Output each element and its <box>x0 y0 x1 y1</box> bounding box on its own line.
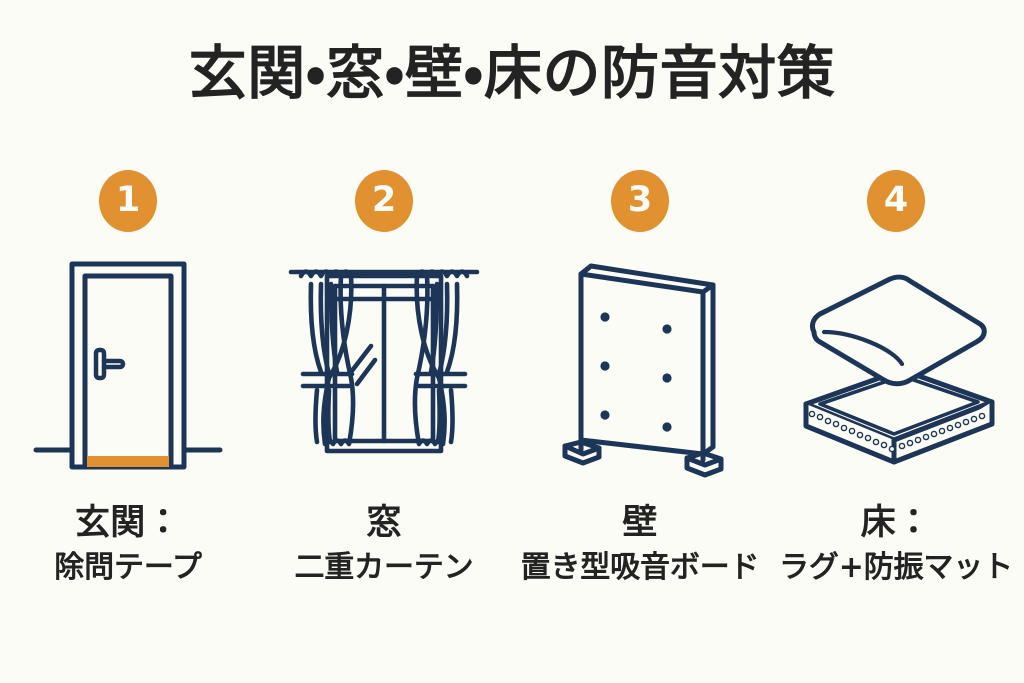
caption-subheading-4: ラグ+防振マット <box>779 550 1013 586</box>
page-title: 玄関・窓・壁・床の防音対策 <box>188 39 836 107</box>
caption-heading-4: 床： <box>860 503 932 543</box>
illustration-2 <box>256 244 512 489</box>
door-handle-icon <box>93 347 126 380</box>
draft-tape-strip <box>87 455 169 467</box>
step-badge-number-2: 2 <box>371 179 397 220</box>
step-badge-number-4: 4 <box>883 179 909 220</box>
mat-porous-texture <box>808 410 985 453</box>
step-column-4[interactable]: 4 <box>768 170 1024 600</box>
rug-over-anti-vibration-mat-icon <box>803 274 994 465</box>
caption-subheading-1: 除問テープ <box>54 550 202 586</box>
caption-subheading-2: 二重カーテン <box>294 550 474 586</box>
step-column-2[interactable]: 2 <box>256 170 512 600</box>
caption-subheading-3: 置き型吸音ボード <box>520 550 760 586</box>
step-badge-1: 1 <box>99 170 157 232</box>
caption-heading-1: 玄関： <box>74 503 182 543</box>
illustration-3 <box>512 244 768 489</box>
acoustic-perforation-dots <box>599 312 672 432</box>
freestanding-acoustic-board-icon <box>562 263 723 478</box>
caption-heading-3: 壁 <box>622 503 658 543</box>
caption-heading-2: 窓 <box>366 503 402 543</box>
step-badge-3: 3 <box>611 170 669 232</box>
caption-4: 床： ラグ+防振マット <box>779 503 1013 586</box>
rug-shape <box>809 274 987 387</box>
caption-3: 壁 置き型吸音ボード <box>521 503 760 586</box>
caption-1: 玄関： 除問テープ <box>54 503 202 586</box>
window-with-double-curtains-icon <box>288 269 480 454</box>
step-badge-2: 2 <box>355 170 413 232</box>
illustration-1 <box>0 244 256 489</box>
step-badge-number-1: 1 <box>115 179 141 220</box>
step-column-3[interactable]: 3 <box>512 170 768 600</box>
caption-2: 窓 二重カーテン <box>294 503 473 586</box>
illustration-4 <box>768 244 1024 489</box>
step-badge-number-3: 3 <box>627 179 653 220</box>
step-badge-4: 4 <box>867 170 925 232</box>
steps-row: 1 <box>0 170 1024 600</box>
door-with-draft-tape-icon <box>33 261 223 469</box>
step-column-1[interactable]: 1 <box>0 170 256 600</box>
